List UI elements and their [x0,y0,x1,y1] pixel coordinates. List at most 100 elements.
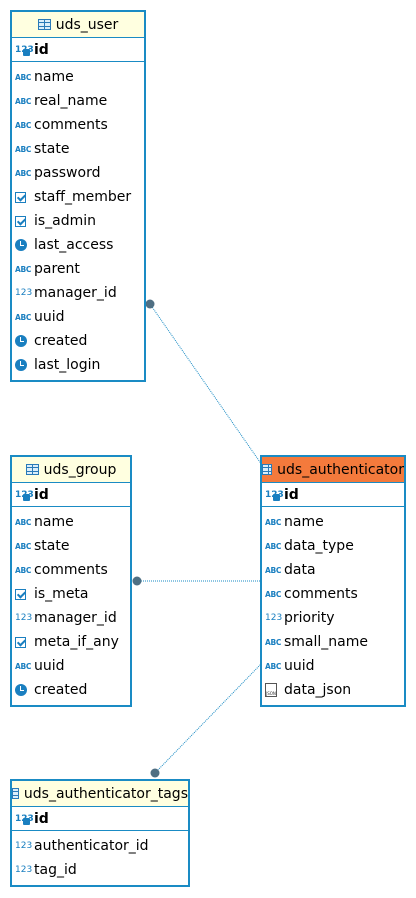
column-name: is_admin [34,213,97,229]
number-type-icon: 123 [15,841,33,851]
number-type-icon: 123 [15,288,33,298]
number-type-icon: 123 [265,613,283,623]
column-name: uuid [284,658,315,674]
column-name: comments [284,586,358,602]
table-uds-authenticator[interactable]: uds_authenticator 123 id ABCnameABCdata_… [260,455,406,707]
relation-user-authenticator[interactable] [149,303,263,466]
column-name: state [34,538,70,554]
table-uds-group[interactable]: uds_group 123 id ABCnameABCstateABCcomme… [10,455,132,707]
column-name: last_access [34,237,114,253]
text-type-icon: ABC [15,96,32,106]
primary-key-icon: 123 [15,811,34,827]
text-type-icon: ABC [15,565,32,575]
primary-key-row[interactable]: 123 id [12,807,188,831]
column-row[interactable]: last_access [12,233,144,257]
table-header[interactable]: uds_authenticator_tags [12,781,188,807]
relation-tags-endpoint-dot [150,768,160,778]
primary-key-name: id [34,486,49,503]
text-type-icon: ABC [265,517,282,527]
text-type-icon: ABC [15,541,32,551]
column-row[interactable]: created [12,678,130,702]
number-type-icon: 123 [15,865,33,875]
primary-key-row[interactable]: 123 id [12,483,130,507]
column-row[interactable]: is_admin [12,209,144,233]
primary-key-name: id [284,486,299,503]
column-name: comments [34,562,108,578]
text-type-icon: ABC [15,661,32,671]
table-header[interactable]: uds_authenticator [262,457,404,483]
table-name: uds_authenticator [277,461,404,478]
clock-icon [15,359,32,371]
column-row[interactable]: meta_if_any [12,630,130,654]
column-row[interactable]: created [12,329,144,353]
text-type-icon: ABC [265,637,282,647]
clock-icon [15,335,32,347]
primary-key-name: id [34,810,49,827]
primary-key-row[interactable]: 123 id [262,483,404,507]
column-name: name [284,514,324,530]
column-name: real_name [34,93,108,109]
table-uds-user[interactable]: uds_user 123 id ABCnameABCreal_nameABCco… [10,10,146,382]
table-icon [37,19,51,30]
column-name: manager_id [34,285,117,301]
relation-group-endpoint-dot [132,576,142,586]
text-type-icon: ABC [265,661,282,671]
text-type-icon: ABC [15,168,32,178]
table-header[interactable]: uds_user [12,12,144,38]
table-icon [25,464,39,475]
column-name: uuid [34,658,65,674]
column-name: created [34,333,88,349]
column-name: comments [34,117,108,133]
primary-key-row[interactable]: 123 id [12,38,144,62]
primary-key-icon: 123 [15,42,34,58]
boolean-type-icon [15,191,32,203]
text-type-icon: ABC [265,589,282,599]
text-type-icon: ABC [15,144,32,154]
column-name: small_name [284,634,368,650]
column-name: name [34,514,74,530]
column-name: data_json [284,682,352,698]
column-name: created [34,682,88,698]
json-file-icon: JSON [265,683,282,697]
primary-key-name: id [34,41,49,58]
column-name: parent [34,261,80,277]
column-row[interactable]: staff_member [12,185,144,209]
table-header[interactable]: uds_group [12,457,130,483]
column-name: authenticator_id [34,838,149,854]
column-row[interactable]: is_meta [12,582,130,606]
column-name: state [34,141,70,157]
column-name: data_type [284,538,354,554]
table-uds-authenticator-tags[interactable]: uds_authenticator_tags 123 id 123authent… [10,779,190,887]
column-row[interactable]: last_login [12,353,144,377]
column-name: password [34,165,101,181]
text-type-icon: ABC [15,120,32,130]
boolean-type-icon [15,588,32,600]
relation-tags-authenticator[interactable] [154,662,263,774]
